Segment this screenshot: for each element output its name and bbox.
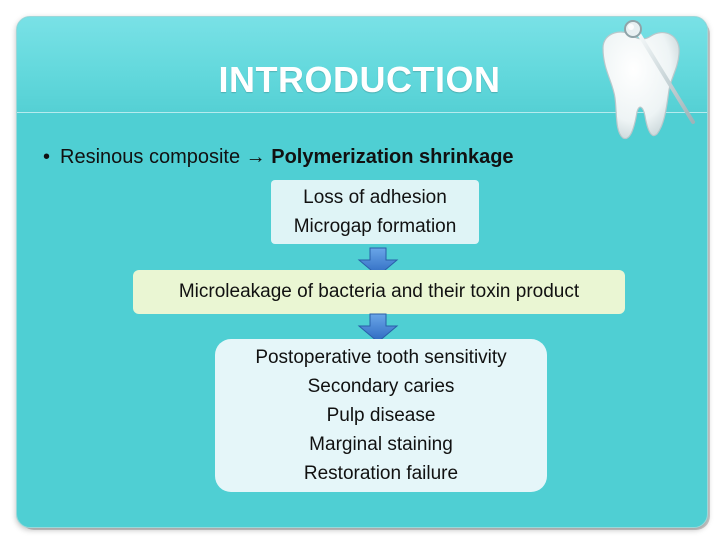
- slide-content: • Resinous composite → Polymerization shr…: [17, 17, 707, 527]
- effect-line: Microgap formation: [293, 216, 457, 237]
- consequence-line: Pulp disease: [326, 405, 436, 426]
- slide-panel: INTRODUCTION • Resinous composite → Polym…: [16, 16, 708, 528]
- title-band: [17, 17, 707, 113]
- consequence-line: Restoration failure: [303, 463, 459, 484]
- microleakage-box: Microleakage of bacteria and their toxin…: [133, 270, 625, 314]
- right-arrow-icon: →: [245, 146, 266, 168]
- tooth-with-dental-mirror-icon: [602, 20, 695, 140]
- bullet-line: • Resinous composite → Polymerization shr…: [43, 146, 514, 169]
- down-arrow-icon: [357, 313, 399, 343]
- consequence-line: Postoperative tooth sensitivity: [255, 347, 507, 368]
- consequence-line: Marginal staining: [309, 434, 453, 455]
- effect-line: Loss of adhesion: [303, 187, 447, 208]
- bullet-marker: •: [43, 146, 51, 168]
- bullet-result: Polymerization shrinkage: [271, 146, 514, 168]
- bullet-subject: Resinous composite: [60, 146, 241, 168]
- consequence-line: Secondary caries: [307, 376, 455, 397]
- consequences-box: Postoperative tooth sensitivity Secondar…: [215, 339, 547, 492]
- effects-box: Loss of adhesion Microgap formation: [271, 180, 479, 244]
- down-arrow-icon: [357, 247, 399, 277]
- slide-title: INTRODUCTION: [218, 59, 501, 100]
